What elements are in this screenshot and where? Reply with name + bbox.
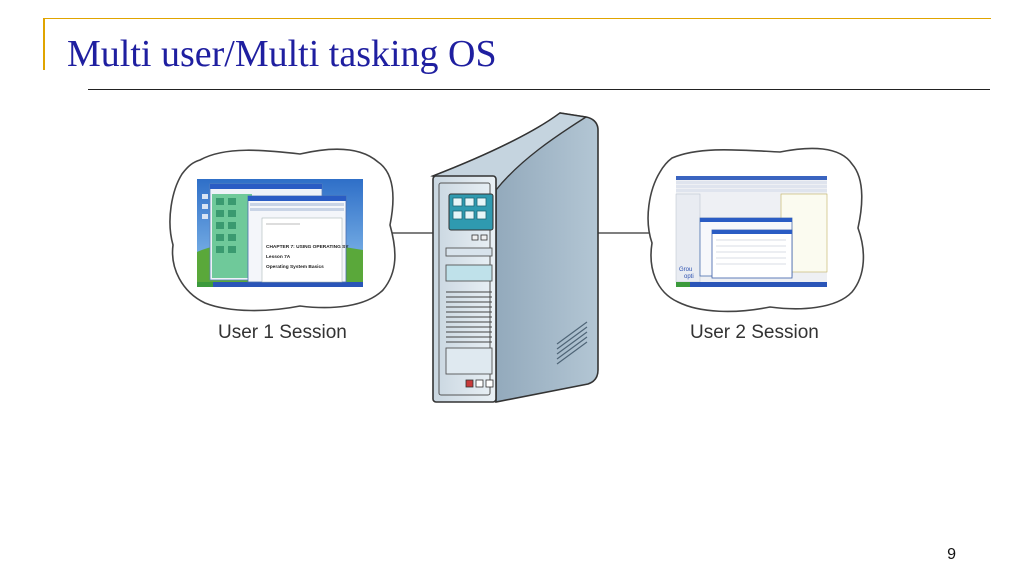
user2-screen-text-1: Grou bbox=[679, 267, 692, 273]
user1-document-line-2: Lesson 7A bbox=[266, 254, 291, 260]
user2-session-label: User 2 Session bbox=[690, 322, 819, 343]
user1-document-line-3: Operating System Basics bbox=[266, 264, 324, 270]
user1-document-line-1: CHAPTER 7: USING OPERATING SY bbox=[266, 244, 349, 250]
server-side-vent bbox=[556, 321, 588, 365]
server-tower bbox=[430, 112, 599, 403]
title-accent-horizontal bbox=[43, 18, 991, 19]
title-underline bbox=[88, 89, 990, 90]
user2-screen-text-2: opti bbox=[684, 274, 694, 280]
title-accent-vertical bbox=[43, 18, 45, 70]
server-vent-grille bbox=[446, 291, 492, 343]
page-number: 9 bbox=[947, 546, 956, 563]
user2-desktop-screenshot: Grou opti bbox=[675, 176, 828, 287]
server-power-button bbox=[465, 379, 474, 388]
user1-session-label: User 1 Session bbox=[218, 322, 347, 343]
slide-title: Multi user/Multi tasking OS bbox=[67, 33, 497, 75]
user1-desktop-screenshot: CHAPTER 7: USING OPERATING SY Lesson 7A … bbox=[197, 179, 363, 287]
